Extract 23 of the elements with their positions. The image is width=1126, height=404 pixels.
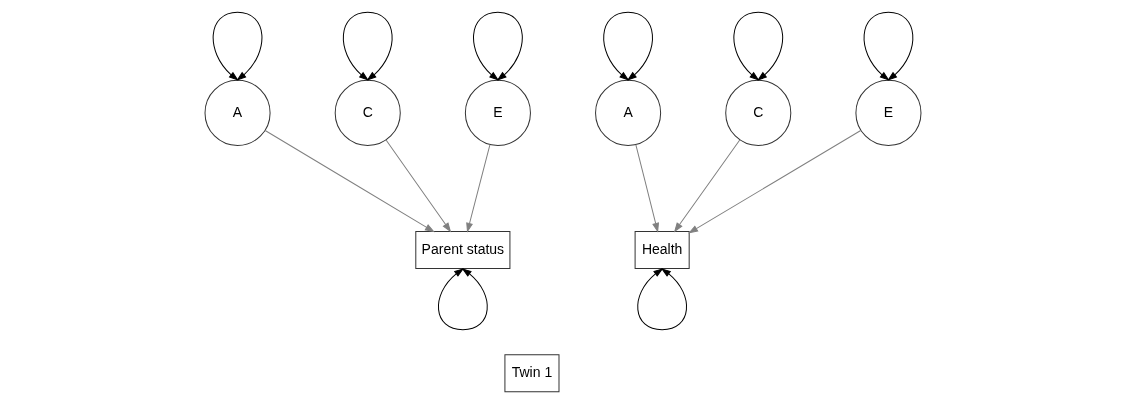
node-box: Twin 1 [504, 354, 560, 393]
arrow [674, 139, 741, 232]
node-circle: E [464, 79, 531, 146]
node-circle: E [855, 79, 922, 146]
node-circle: A [204, 79, 271, 146]
node-box: Parent status [415, 231, 511, 270]
arrow [603, 11, 653, 81]
node-box: Health [634, 231, 690, 270]
arrow [688, 129, 862, 234]
arrow [385, 139, 451, 232]
arrow [212, 11, 263, 81]
arrow [635, 144, 659, 232]
arrow [637, 268, 687, 331]
arrow [264, 129, 435, 232]
arrow [466, 144, 491, 232]
node-circle: C [334, 79, 401, 146]
arrow [438, 268, 488, 331]
arrow [733, 11, 784, 81]
node-circle: C [725, 79, 792, 146]
node-circle: A [595, 79, 662, 146]
arrow [473, 11, 523, 81]
arrow [863, 11, 914, 81]
arrow [342, 11, 393, 81]
